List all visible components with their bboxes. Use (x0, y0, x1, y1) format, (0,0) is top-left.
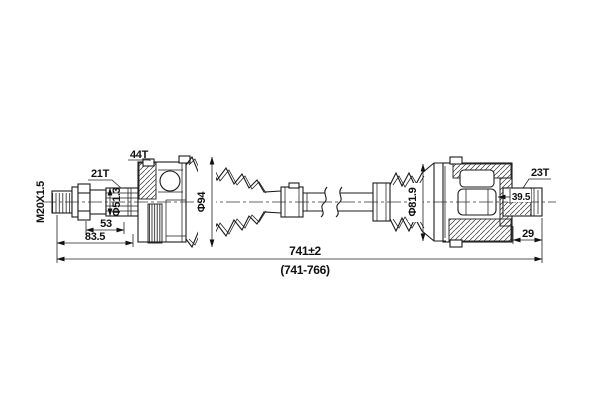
dim-outer-spline-diameter: Φ51.3 (107, 187, 123, 216)
inner-stub-length-text: 29 (522, 228, 534, 240)
label-44t: 44T (128, 149, 151, 161)
abs-ring-teeth-text: 44T (130, 149, 149, 161)
dim-inner-spline-length: 39.5 (497, 189, 531, 204)
overall-length-range-text: (741-766) (280, 263, 330, 277)
inner-spline-length-text: 39.5 (512, 192, 531, 203)
inner-boot-clamp-bottom (449, 239, 463, 248)
leader-line (88, 179, 122, 189)
dim-outer-joint-diameter: Φ94 (196, 153, 216, 251)
inner-spline-teeth-text: 23T (531, 167, 550, 179)
label-21t: 21T (88, 168, 122, 189)
ring-clamp-top (142, 158, 155, 167)
leader-line (522, 178, 551, 189)
dim-outer-stub-length: 83.5 (56, 215, 134, 263)
tripod-roller-top (459, 169, 495, 188)
bearing-ball-top (159, 170, 181, 192)
outer-stub-length-text: 83.5 (85, 231, 105, 243)
outer-spline-diameter-text: Φ51.3 (111, 187, 123, 216)
outer-cv-joint-housing (137, 155, 191, 244)
inner-joint-housing (442, 156, 513, 248)
housing-hatch-bottom (448, 218, 512, 242)
housing-section-hatch (138, 162, 157, 200)
dim-nut-to-joint: 53 (85, 218, 125, 234)
inner-joint-diameter-text: Φ81.9 (407, 187, 419, 216)
abs-tone-ring (147, 203, 163, 244)
leader-line (128, 159, 151, 161)
outer-spline-teeth-text: 21T (91, 168, 110, 180)
dim-overall-length: 741±2 (741-766) (56, 218, 543, 277)
label-23t: 23T (522, 167, 551, 189)
overall-length-text: 741±2 (289, 244, 321, 258)
outer-boot-clamp (280, 182, 304, 218)
thread-spec-text: M20X1.5 (35, 181, 47, 223)
dim-inner-joint-diameter: Φ81.9 (407, 163, 426, 242)
label-thread-spec: M20X1.5 (35, 181, 47, 223)
inner-boot-clamp-top (449, 156, 463, 165)
nut-to-joint-length-text: 53 (100, 218, 112, 230)
dim-inner-stub-length: 29 (512, 226, 543, 244)
spline-hatch (504, 202, 531, 215)
outer-joint-diameter-text: Φ94 (196, 191, 208, 213)
clamp-buckle (288, 182, 300, 189)
